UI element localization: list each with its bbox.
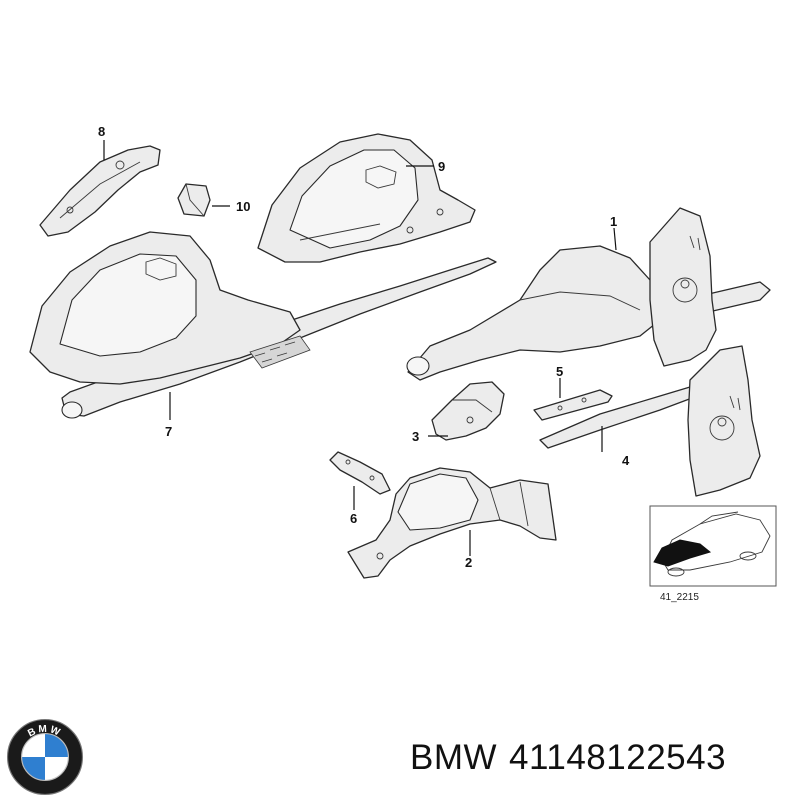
- callout-6: 6: [350, 511, 357, 526]
- callout-10: 10: [236, 199, 250, 214]
- callout-5: 5: [556, 364, 563, 379]
- callout-4: 4: [622, 453, 630, 468]
- callout-2: 2: [465, 555, 472, 570]
- part-number: 41148122543: [509, 738, 727, 777]
- part-caption: BMW 41148122543: [410, 738, 738, 778]
- part-3-bracket: [431, 381, 505, 441]
- callout-7: 7: [165, 424, 172, 439]
- part-8-bracket: [39, 145, 161, 237]
- bmw-logo: BMW: [6, 718, 84, 796]
- part-1-side-assembly: [406, 207, 771, 381]
- reference-code: 41_2215: [660, 592, 699, 603]
- part-10-block: [177, 183, 211, 217]
- car-locator-thumbnail: [649, 505, 777, 587]
- svg-text:BMW: BMW: [26, 724, 63, 740]
- callout-1: 1: [610, 214, 617, 229]
- part-7-front-rail: [29, 231, 497, 419]
- part-5-strip: [533, 389, 613, 421]
- brand-name: BMW: [410, 738, 498, 777]
- part-6-bracket: [329, 451, 391, 495]
- part-4-side-panel: [539, 345, 761, 497]
- callout-9: 9: [438, 159, 445, 174]
- callout-labels: 8 10 9 1 7 3 5 4 6 2: [98, 124, 630, 570]
- part-9-wheel-arch: [257, 133, 476, 263]
- callout-8: 8: [98, 124, 105, 139]
- leader-lines: [103, 140, 617, 556]
- part-2-lower-wheel-arch: [347, 467, 557, 579]
- callout-3: 3: [412, 429, 419, 444]
